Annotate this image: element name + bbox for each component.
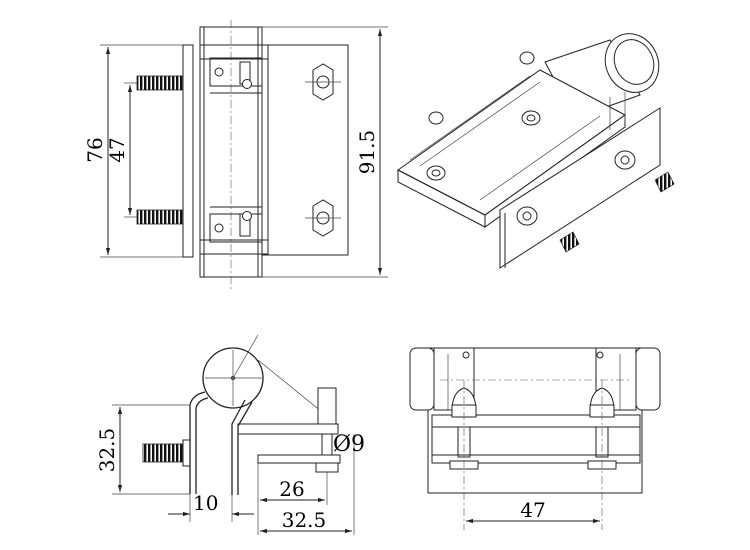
bottom-left-bolt (449, 380, 479, 530)
iso-stud-upper (654, 171, 675, 193)
bottom-right-bolt (587, 380, 617, 530)
side-nut (315, 387, 339, 473)
dim-10-label: 10 (193, 491, 218, 515)
lower-hex-nut (305, 199, 341, 237)
dim-26-label: 26 (279, 477, 304, 501)
side-threaded-stud (142, 443, 184, 463)
dim-diameter-label: Ø9 (333, 432, 365, 457)
dim-76-label: 76 (83, 137, 107, 162)
dim-47-front-label: 47 (105, 137, 129, 162)
bottom-view: 47 (409, 347, 661, 530)
dim-32-5-horizontal-label: 32.5 (282, 508, 327, 532)
dim-91-5-label: 91.5 (355, 130, 379, 175)
upper-hex-nut (305, 63, 341, 101)
dim-32-5-vertical-label: 32.5 (95, 428, 119, 473)
dim-47-bottom-label: 47 (520, 498, 545, 522)
front-view: 76 47 91.5 (83, 20, 388, 290)
iso-stud-lower (559, 231, 580, 253)
upper-threaded-stud (136, 75, 184, 91)
side-view: 32.5 10 26 32.5 Ø9 (95, 334, 365, 535)
isometric-view (397, 33, 675, 269)
lower-threaded-stud (136, 209, 184, 225)
side-barrel-circle (202, 347, 264, 409)
